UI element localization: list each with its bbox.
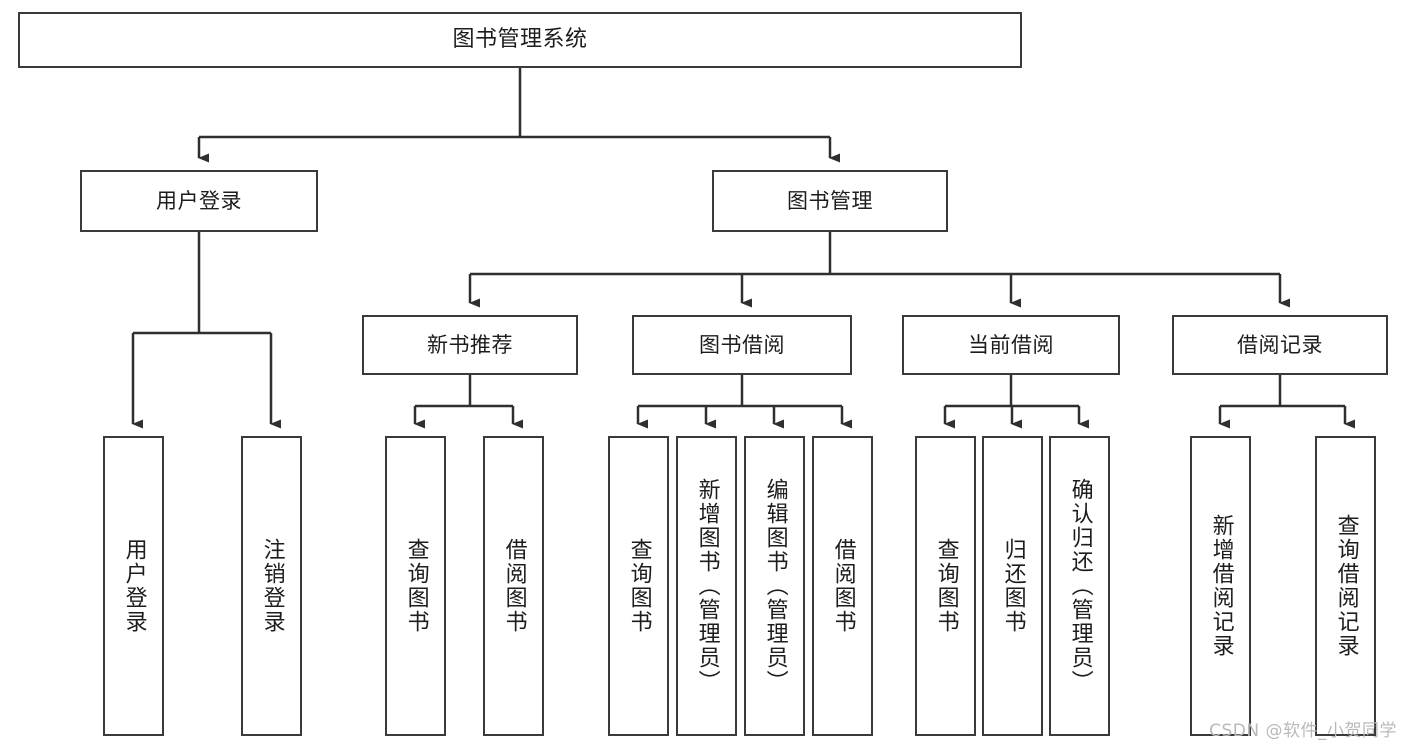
node-leaf-confirm-return[interactable]: 确认归还（管理员） (1049, 436, 1110, 736)
node-root-label: 图书管理系统 (452, 27, 588, 53)
node-leaf-user-logout-label: 注销登录 (259, 538, 285, 634)
node-borrow-record[interactable]: 借阅记录 (1172, 315, 1388, 375)
node-leaf-borrow-book-2[interactable]: 借阅图书 (812, 436, 873, 736)
node-borrow-record-label: 借阅记录 (1237, 332, 1323, 357)
node-root[interactable]: 图书管理系统 (18, 12, 1022, 68)
node-leaf-user-login[interactable]: 用户登录 (103, 436, 164, 736)
node-current-borrow-label: 当前借阅 (968, 332, 1054, 357)
node-book-manage-label: 图书管理 (787, 188, 873, 213)
node-book-manage[interactable]: 图书管理 (712, 170, 948, 232)
node-leaf-borrow-book-1[interactable]: 借阅图书 (483, 436, 544, 736)
node-leaf-query-book-3[interactable]: 查询图书 (915, 436, 976, 736)
node-user-login-label: 用户登录 (156, 188, 242, 213)
node-leaf-return-book-label: 归还图书 (1000, 538, 1026, 634)
node-leaf-query-book-1-label: 查询图书 (403, 538, 429, 634)
node-book-borrow-label: 图书借阅 (699, 332, 785, 357)
node-leaf-query-book-3-label: 查询图书 (933, 538, 959, 634)
node-leaf-add-record[interactable]: 新增借阅记录 (1190, 436, 1251, 736)
node-leaf-return-book[interactable]: 归还图书 (982, 436, 1043, 736)
node-leaf-add-book[interactable]: 新增图书（管理员） (676, 436, 737, 736)
node-leaf-add-book-label: 新增图书（管理员） (694, 478, 720, 694)
node-leaf-query-record[interactable]: 查询借阅记录 (1315, 436, 1376, 736)
node-leaf-add-record-label: 新增借阅记录 (1208, 514, 1234, 658)
node-leaf-borrow-book-1-label: 借阅图书 (501, 538, 527, 634)
node-user-login[interactable]: 用户登录 (80, 170, 318, 232)
node-leaf-user-login-label: 用户登录 (121, 538, 147, 634)
node-leaf-edit-book-label: 编辑图书（管理员） (762, 478, 788, 694)
node-book-borrow[interactable]: 图书借阅 (632, 315, 852, 375)
node-leaf-query-record-label: 查询借阅记录 (1333, 514, 1359, 658)
node-leaf-borrow-book-2-label: 借阅图书 (830, 538, 856, 634)
node-current-borrow[interactable]: 当前借阅 (902, 315, 1120, 375)
node-leaf-user-logout[interactable]: 注销登录 (241, 436, 302, 736)
node-leaf-query-book-2-label: 查询图书 (626, 538, 652, 634)
node-leaf-query-book-2[interactable]: 查询图书 (608, 436, 669, 736)
node-new-book-recommend[interactable]: 新书推荐 (362, 315, 578, 375)
node-leaf-query-book-1[interactable]: 查询图书 (385, 436, 446, 736)
node-leaf-confirm-return-label: 确认归还（管理员） (1067, 478, 1093, 694)
node-leaf-edit-book[interactable]: 编辑图书（管理员） (744, 436, 805, 736)
node-new-book-recommend-label: 新书推荐 (427, 332, 513, 357)
